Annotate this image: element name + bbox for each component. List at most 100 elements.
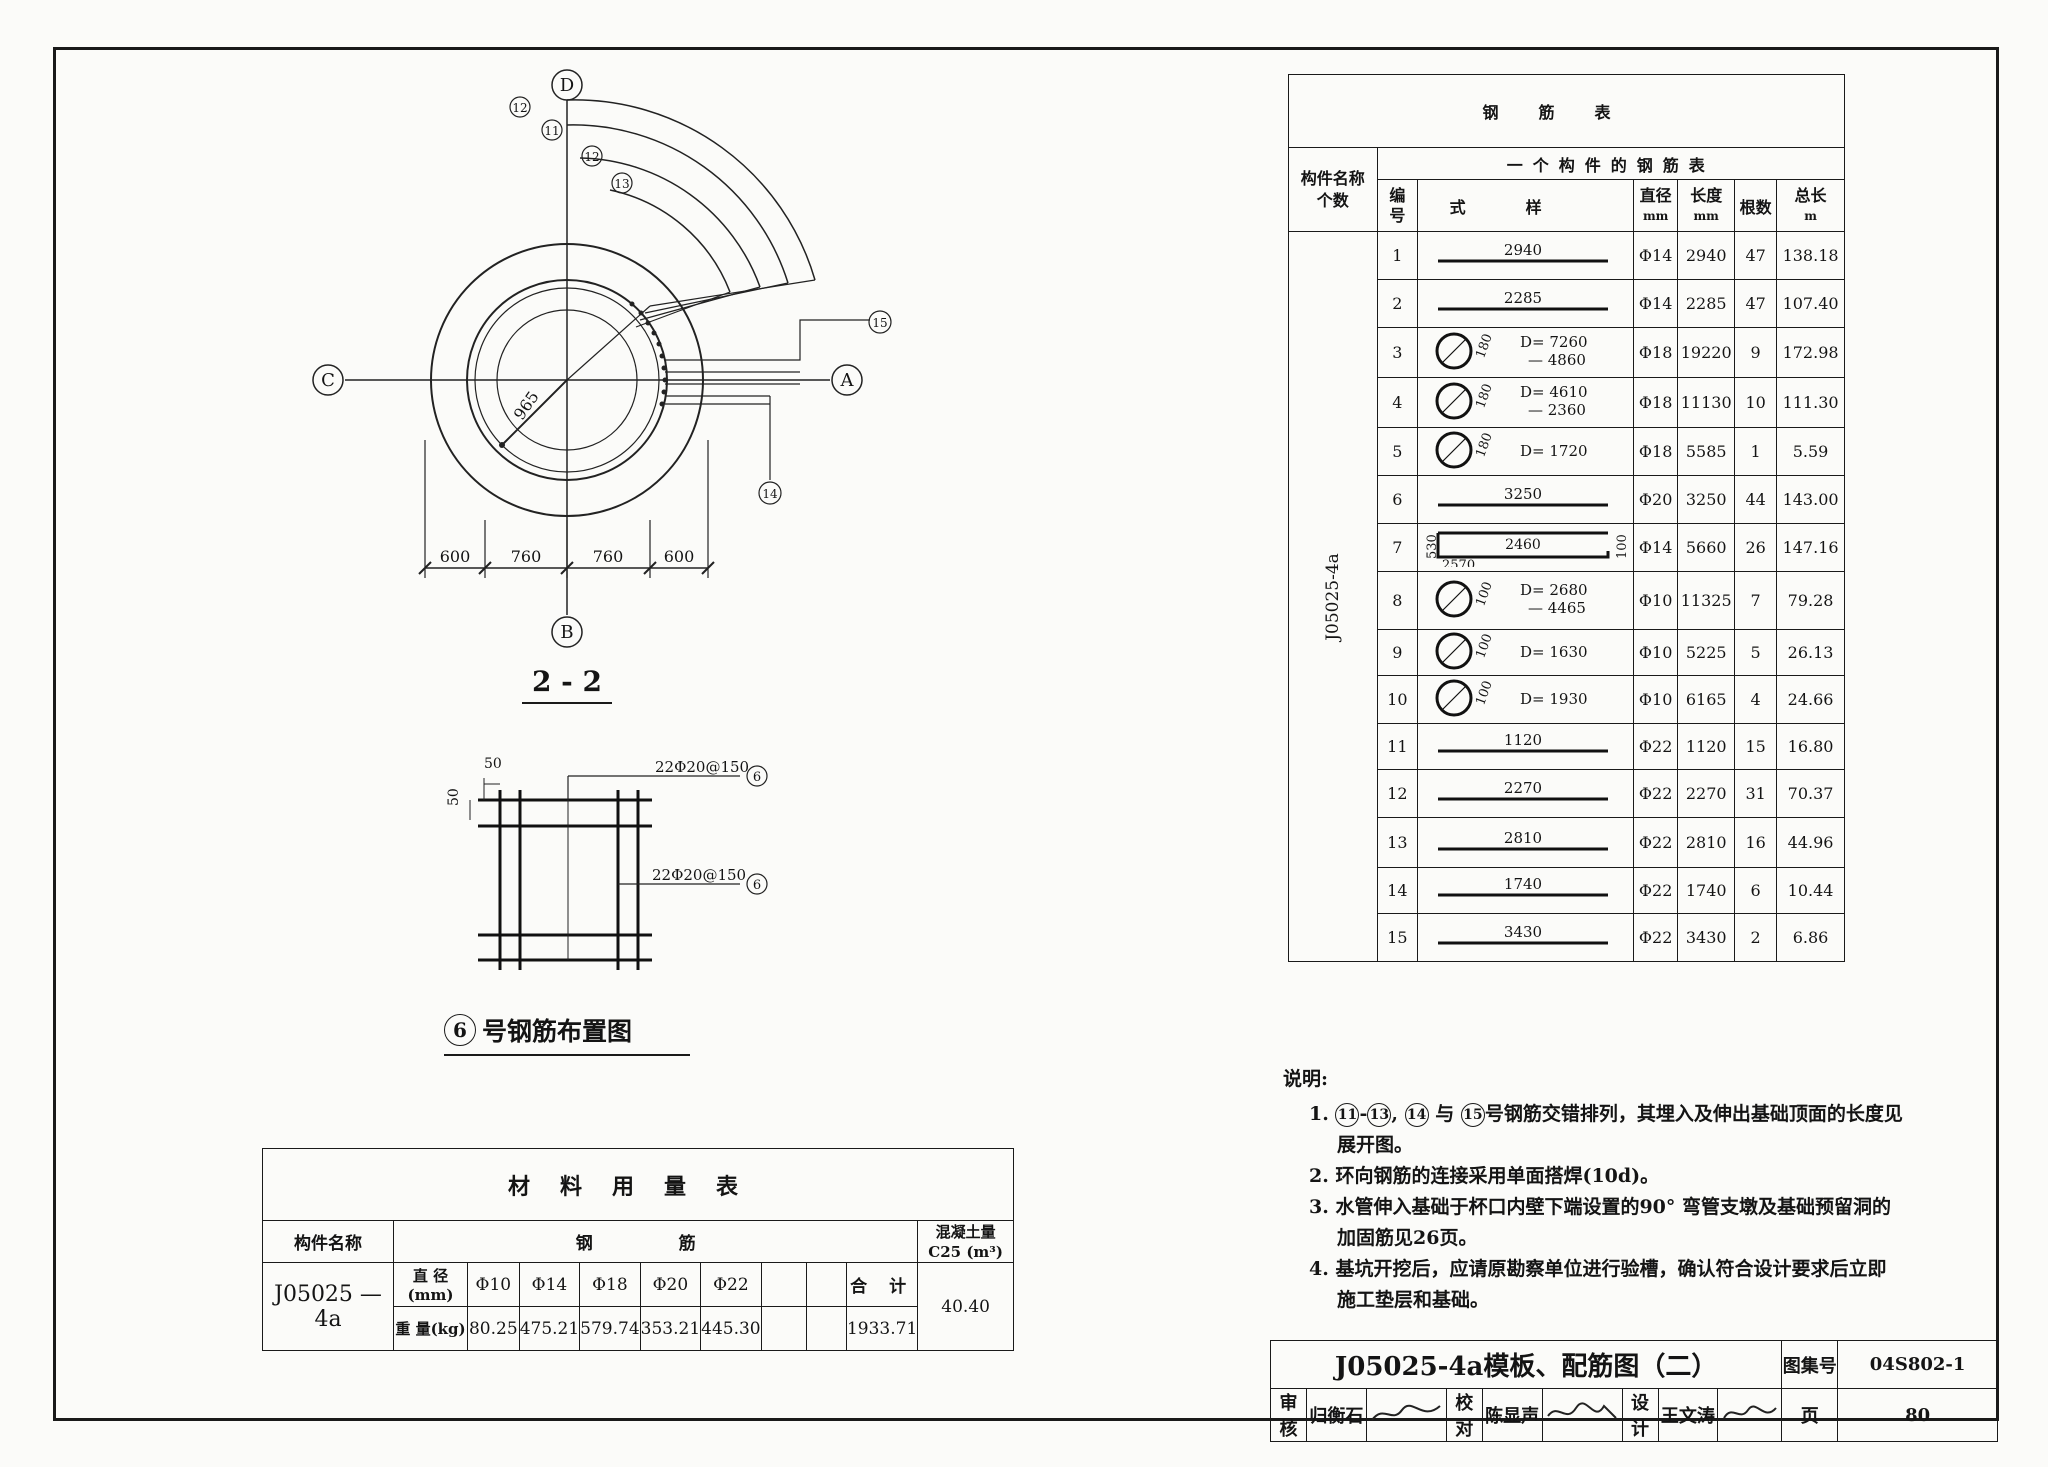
note-4: 4. 基坑开挖后，应请原勘察单位进行验槽，确认符合设计要求后立即施工垫层和基础。 [1309,1258,1887,1311]
bar-count: 44 [1734,475,1778,524]
rebar-6-layout: 50 50 22Φ20@150 22Φ20@150 6 6 [446,756,768,970]
bar-diameter: Φ18 [1633,427,1679,476]
note-3: 3. 水管伸入基础于杯口内壁下端设置的90° 弯管支墩及基础预留洞的加固筋见26… [1309,1196,1892,1249]
bar-length-label: 2810 [1504,829,1542,847]
col-shape-header: 式样 [1417,179,1635,232]
note-1-circle-13: 13 [1367,1103,1392,1127]
bar-shape: 3250 [1417,475,1635,524]
bar-total: 138.18 [1776,231,1845,280]
callout-14: 14 [762,487,778,501]
bar-diameter: Φ22 [1633,817,1679,868]
material-col-steel: 钢 筋 [393,1220,919,1263]
bar-total: 79.28 [1776,571,1845,630]
bar-hook-label: 180 [1473,381,1496,409]
bar-count: 47 [1734,279,1778,328]
bar-diameter-label-2: — 2360 [1528,401,1586,419]
bar-count: 2 [1734,913,1778,962]
weight-cell: 353.21 [639,1306,702,1351]
weight-cell: 80.25 [466,1306,520,1351]
rebar-6-title: 6 号钢筋布置图 [444,1012,690,1056]
weight-cell: 475.21 [518,1306,581,1351]
bar-length-label: 1740 [1504,875,1542,893]
col-member-header: 构件名称个数 [1288,147,1378,232]
design-signature [1717,1388,1783,1442]
bar-count: 6 [1734,867,1778,914]
bar-diameter-label: D= 1720 [1520,442,1588,460]
bar-length: 6165 [1677,675,1736,724]
bar-number: 15 [1376,913,1419,962]
note-1-circle-14: 14 [1404,1103,1429,1127]
dia-cell [805,1262,847,1307]
rebar-label-mid: 22Φ20@150 [652,866,746,884]
bar-total: 143.00 [1776,475,1845,524]
section-title: 2 - 2 [522,665,612,704]
bar-length: 3430 [1677,913,1736,962]
bar-length: 11325 [1677,571,1736,630]
bar-total: 5.59 [1776,427,1845,476]
bar-diameter: Φ14 [1633,279,1679,328]
member-cell: J05025-4a [1288,231,1378,962]
bar-total: 107.40 [1776,279,1845,328]
bar-hook-label: 100 [1473,678,1496,706]
dia-cell: Φ22 [700,1262,762,1307]
bar-length-label: 2285 [1504,289,1542,307]
note-2: 2. 环向钢筋的连接采用单面搭焊(10d)。 [1309,1165,1660,1187]
bar-length: 2810 [1677,817,1736,868]
bar-length-label: 3430 [1504,923,1542,941]
bar-diameter: Φ14 [1633,231,1679,280]
bar-count: 26 [1734,523,1778,572]
material-col-member: 构件名称 [261,1220,395,1263]
bar-length: 2270 [1677,769,1736,818]
material-member: J05025 — 4a [261,1262,395,1351]
dim-600-right: 600 [664,547,695,566]
bar-total: 172.98 [1776,327,1845,378]
bar-diameter-label: D= 7260 [1520,333,1588,351]
bar-total: 24.66 [1776,675,1845,724]
bar-shape-sketch: 3250 [1438,485,1609,506]
bar-total: 26.13 [1776,629,1845,676]
col-len-unit: mm [1693,208,1719,223]
bar-length: 1740 [1677,867,1736,914]
bar-number: 8 [1376,571,1419,630]
dim-50-side: 50 [446,788,462,806]
dim-760-left: 760 [511,547,542,566]
col-total-unit: m [1804,208,1817,223]
check-name: 陈显声 [1481,1388,1543,1442]
callout-11: 11 [544,124,559,138]
atlas-label: 图集号 [1781,1340,1839,1389]
bar-diameter: Φ18 [1633,377,1679,428]
bar-total: 111.30 [1776,377,1845,428]
weight-cell [805,1306,847,1351]
note-1-circle-15: 15 [1460,1103,1485,1127]
bar-number: 3 [1376,327,1419,378]
bar-shape-sketch: 2810 [1438,829,1609,850]
bar-number: 7 [1376,523,1419,572]
dia-cell: Φ10 [466,1262,520,1307]
bar-count: 15 [1734,723,1778,770]
bar-length: 2940 [1677,231,1736,280]
col-len-header: 长度 [1690,185,1723,205]
axis-d-label: D [560,75,574,96]
bar-number: 6 [1376,475,1419,524]
material-total-weight: 1933.71 [845,1306,919,1351]
check-signature [1541,1388,1623,1442]
bar-bottom-label: 2570 [1442,558,1475,567]
weight-cell [760,1306,807,1351]
